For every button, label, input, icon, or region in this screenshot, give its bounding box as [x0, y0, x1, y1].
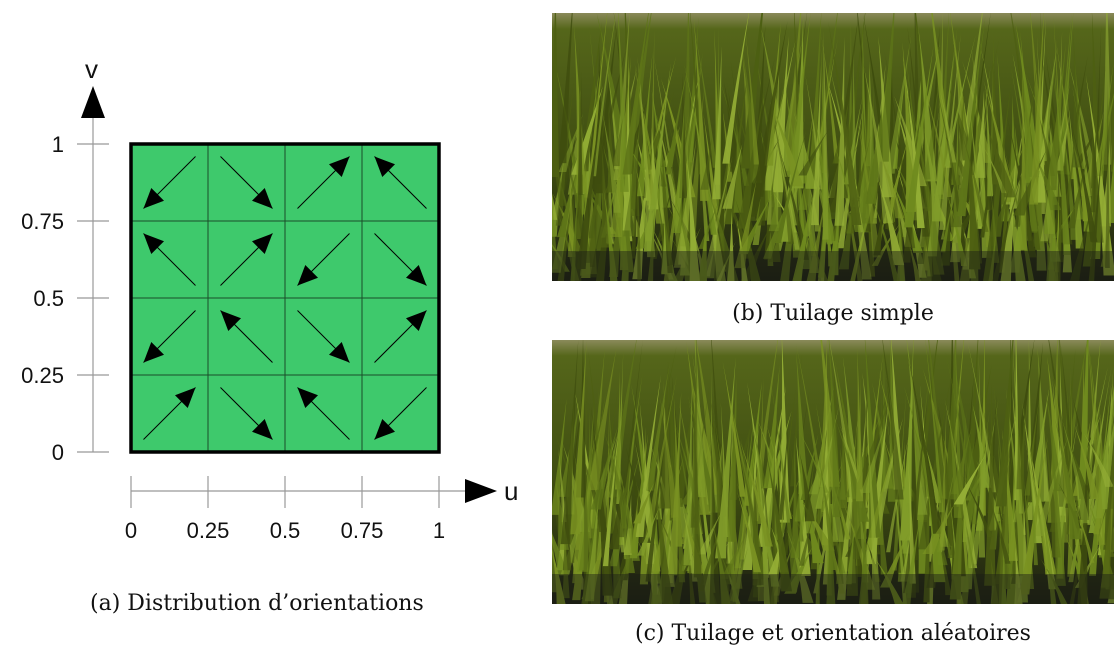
u-axis-ticks: 0 0.25 0.5 0.75 1: [125, 476, 445, 543]
u-tick-label: 1: [433, 518, 445, 543]
grass-c-blades: [552, 340, 1114, 604]
grass-image-c: [552, 340, 1114, 604]
u-tick-label: 0: [125, 518, 137, 543]
orientation-diagram: v 0 0.25 0.5 0.75 1 u 0 0.25 0.5 0.75 1: [21, 54, 518, 543]
orientation-arrow-down-left: [143, 310, 196, 363]
orientation-arrow-up-right: [374, 310, 427, 363]
orientation-arrow-down-right: [220, 156, 273, 209]
orientation-grid: [129, 142, 441, 454]
orientation-arrow-up-left: [220, 310, 273, 363]
orientation-arrow-up-right: [143, 387, 196, 440]
v-axis-arrowhead: [81, 86, 105, 118]
v-tick-label: 1: [52, 132, 64, 157]
orientation-arrow-down-left: [143, 156, 196, 209]
orientation-arrow-down-right: [220, 387, 273, 440]
orientation-arrow-up-left: [143, 233, 196, 286]
caption-a: (a) Distribution d’orientations: [90, 591, 424, 616]
grass-image-b: [552, 13, 1114, 281]
grass-c-ground: [552, 574, 1114, 604]
orientation-arrow-up-left: [297, 387, 350, 440]
orientation-arrow-down-left: [297, 233, 350, 286]
v-axis-ticks: 0 0.25 0.5 0.75 1: [21, 132, 109, 465]
orientation-arrow-down-right: [297, 310, 350, 363]
v-tick-label: 0.25: [21, 363, 64, 388]
orientation-arrow-up-left: [374, 156, 427, 209]
caption-b: (b) Tuilage simple: [732, 301, 934, 326]
caption-c: (c) Tuilage et orientation aléatoires: [635, 621, 1031, 646]
v-tick-label: 0.75: [21, 209, 64, 234]
grass-render-random-tiling: [552, 340, 1114, 604]
orientation-arrow-up-right: [297, 156, 350, 209]
u-axis-label: u: [504, 476, 518, 506]
grid-border: [129, 142, 441, 454]
grass-b-ground: [552, 251, 1114, 281]
u-axis-arrowhead: [465, 479, 497, 503]
u-tick-label: 0.5: [270, 518, 301, 543]
v-axis-label: v: [85, 54, 98, 84]
v-tick-label: 0: [52, 440, 64, 465]
orientation-arrow-up-right: [220, 233, 273, 286]
u-tick-label: 0.75: [341, 518, 384, 543]
grass-render-simple-tiling: [552, 13, 1114, 281]
orientation-diagram-panel: v 0 0.25 0.5 0.75 1 u 0 0.25 0.5 0.75 1 (a) Dist…: [0, 0, 540, 651]
orientation-arrow-down-right: [374, 233, 427, 286]
v-tick-label: 0.5: [33, 286, 64, 311]
grass-b-blades: [552, 13, 1114, 281]
u-tick-label: 0.25: [187, 518, 230, 543]
orientation-arrow-down-left: [374, 387, 427, 440]
